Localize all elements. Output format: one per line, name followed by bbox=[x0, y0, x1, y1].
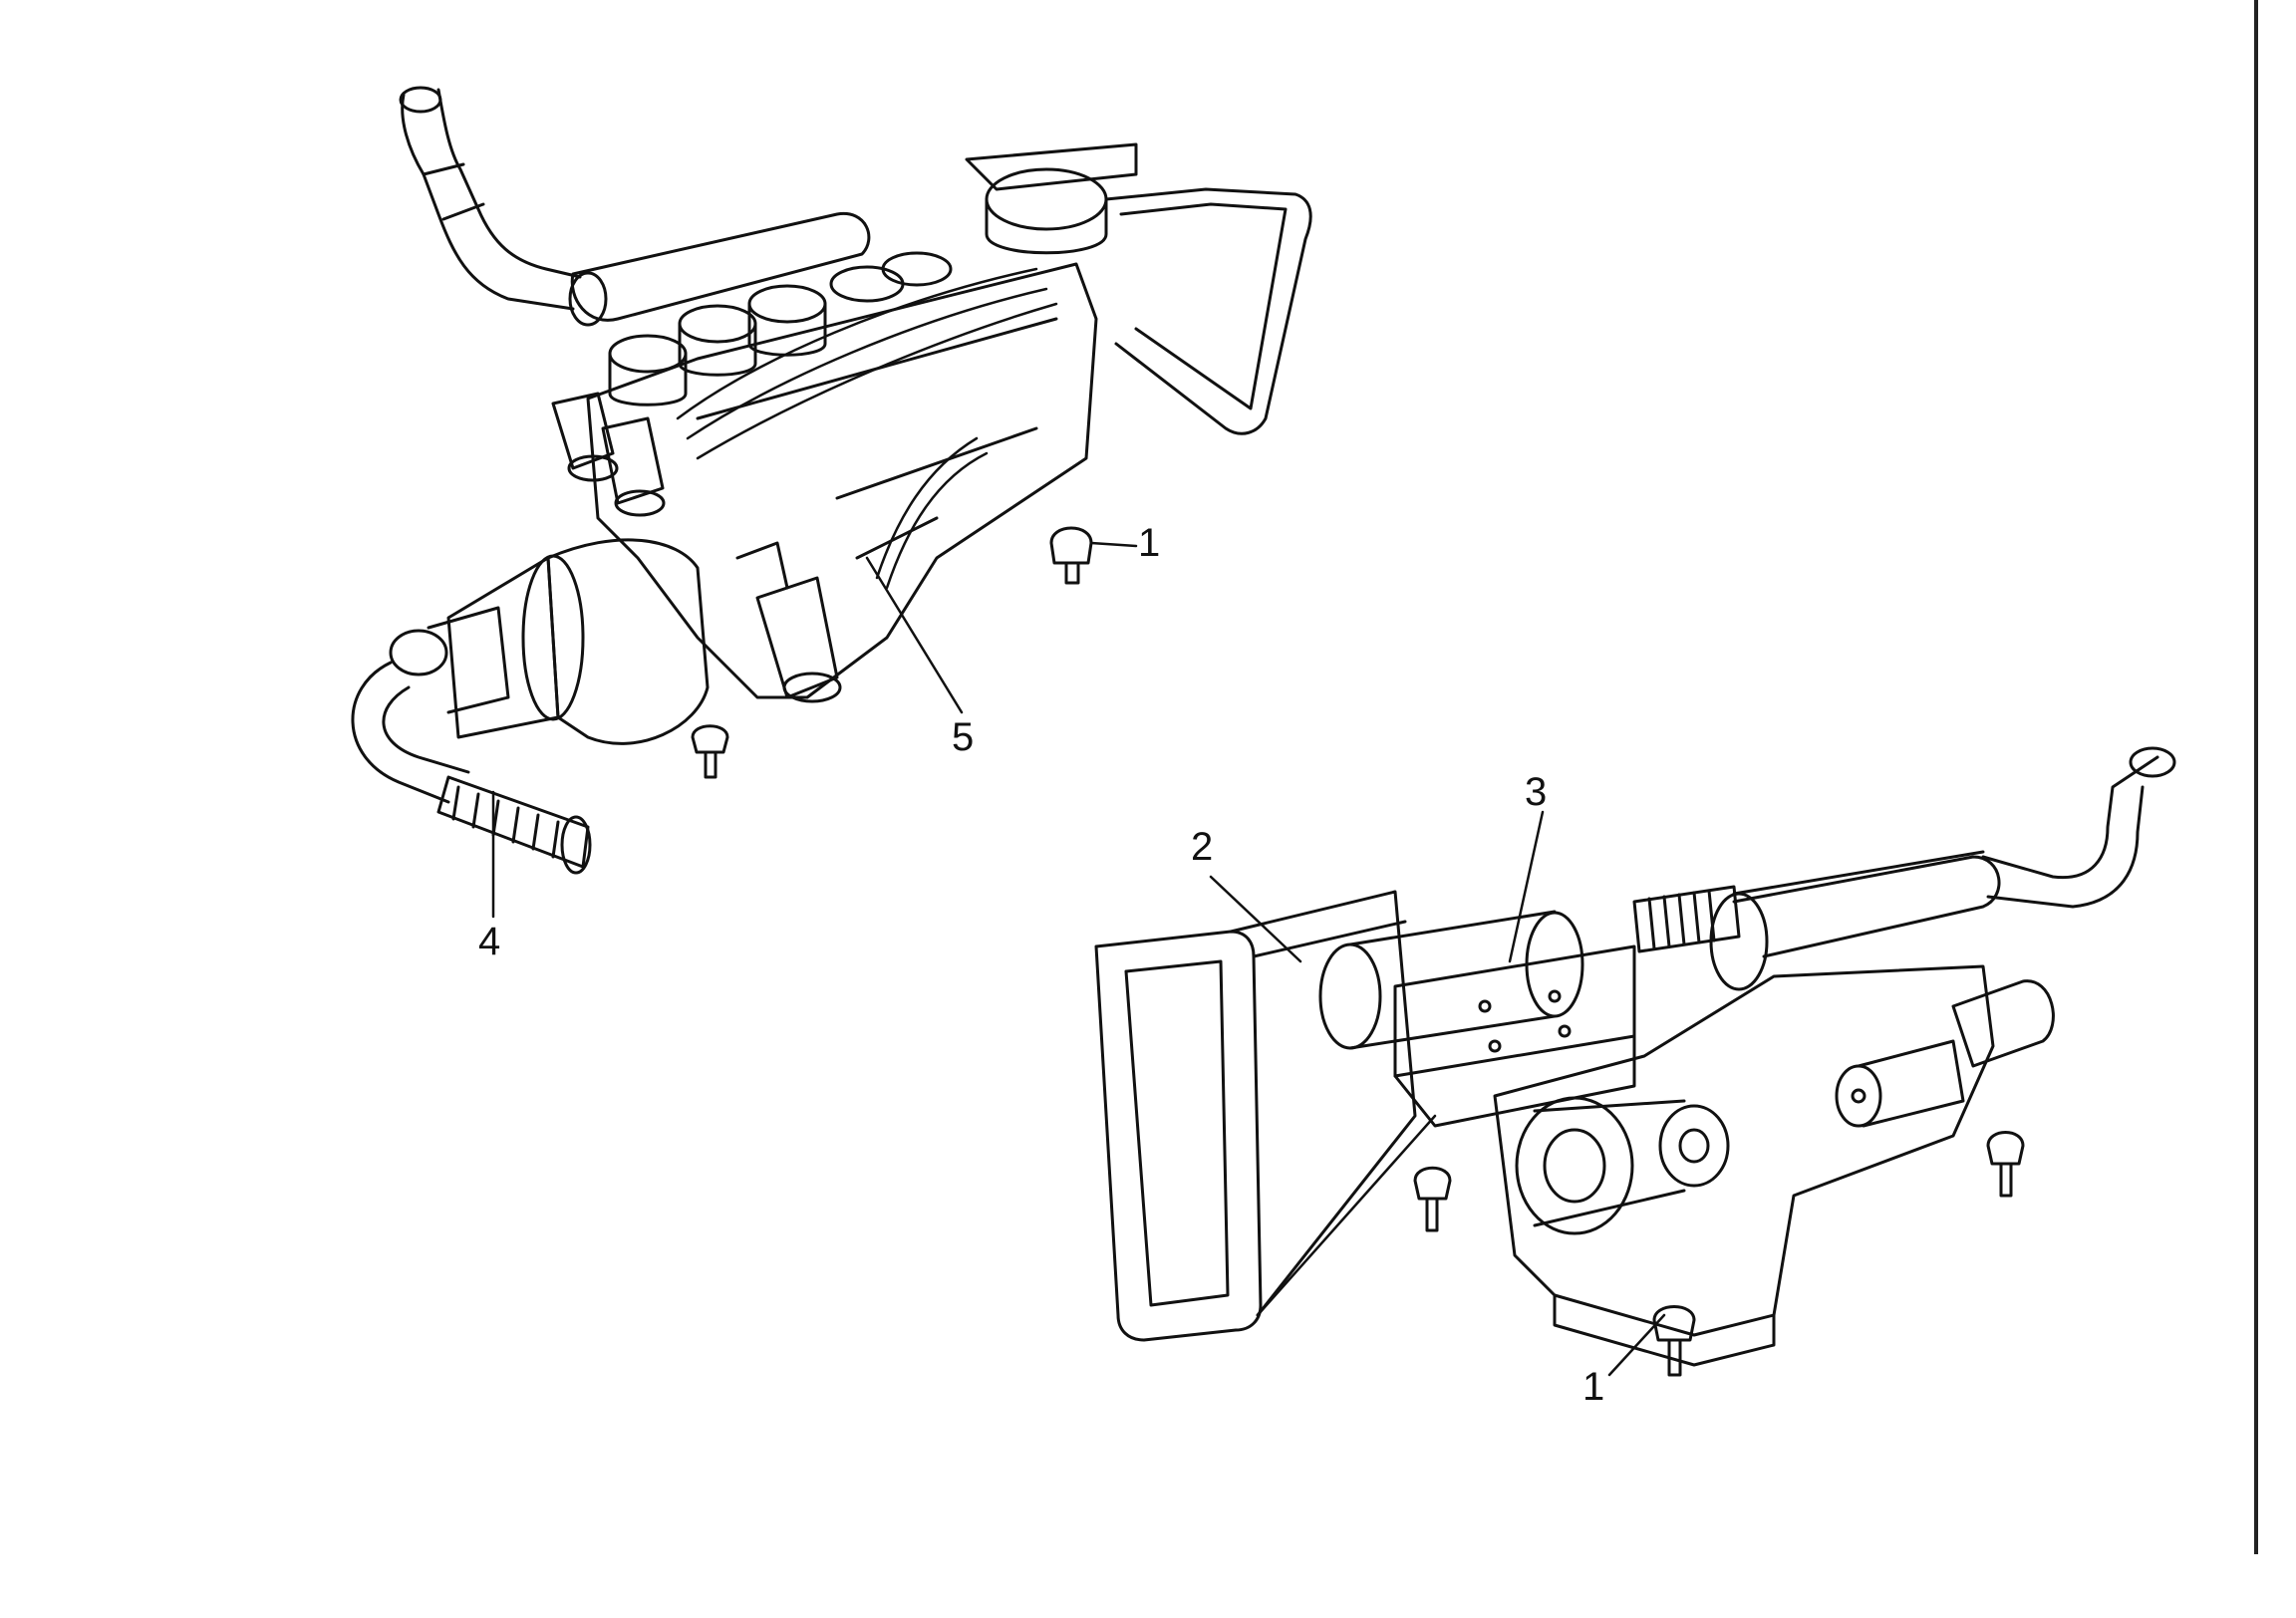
bottom-exhaust-tail bbox=[1981, 746, 2176, 909]
exhaust-tail-pipe bbox=[399, 86, 582, 311]
bottom-mount-front bbox=[1652, 1305, 1696, 1377]
page-edge-rule bbox=[2254, 0, 2258, 1554]
top-air-cleaner bbox=[965, 142, 1312, 435]
bottom-air-duct bbox=[1094, 890, 1417, 1342]
bottom-engine-view bbox=[1094, 746, 2176, 1377]
callout-engine-mount-bottom: 1 bbox=[1582, 1365, 1605, 1409]
callout-exhaust-flex-pipe: 4 bbox=[478, 920, 501, 963]
bottom-bellows bbox=[1632, 885, 1741, 953]
bottom-pulleys bbox=[1515, 1096, 1730, 1235]
bottom-alternator bbox=[1951, 979, 2055, 1068]
bottom-mount-left bbox=[1413, 1166, 1452, 1232]
top-fuel-filters bbox=[551, 392, 666, 517]
callout-fuel-line: 5 bbox=[952, 715, 975, 759]
bottom-muffler-bracket bbox=[1393, 944, 1636, 1128]
callout-engine-mount-top: 1 bbox=[1138, 521, 1161, 565]
callout-air-duct: 2 bbox=[1191, 825, 1214, 869]
leader-lines bbox=[491, 541, 1666, 1377]
top-starter-motor bbox=[735, 541, 842, 703]
top-bell-housing bbox=[446, 538, 710, 745]
top-muffler bbox=[568, 212, 871, 327]
callout-muffler-bracket: 3 bbox=[1525, 770, 1548, 814]
bottom-engine-block bbox=[1493, 964, 1995, 1367]
fuel-lines bbox=[676, 267, 1058, 590]
top-exhaust-elbow bbox=[389, 606, 510, 714]
bottom-starter-motor bbox=[1835, 1039, 1965, 1128]
top-flex-exhaust-pipe bbox=[351, 661, 592, 875]
bottom-mount-right bbox=[1986, 1131, 2025, 1198]
top-lower-mount bbox=[691, 724, 729, 779]
top-engine-mount bbox=[1049, 526, 1093, 585]
top-engine-view bbox=[351, 86, 1312, 875]
